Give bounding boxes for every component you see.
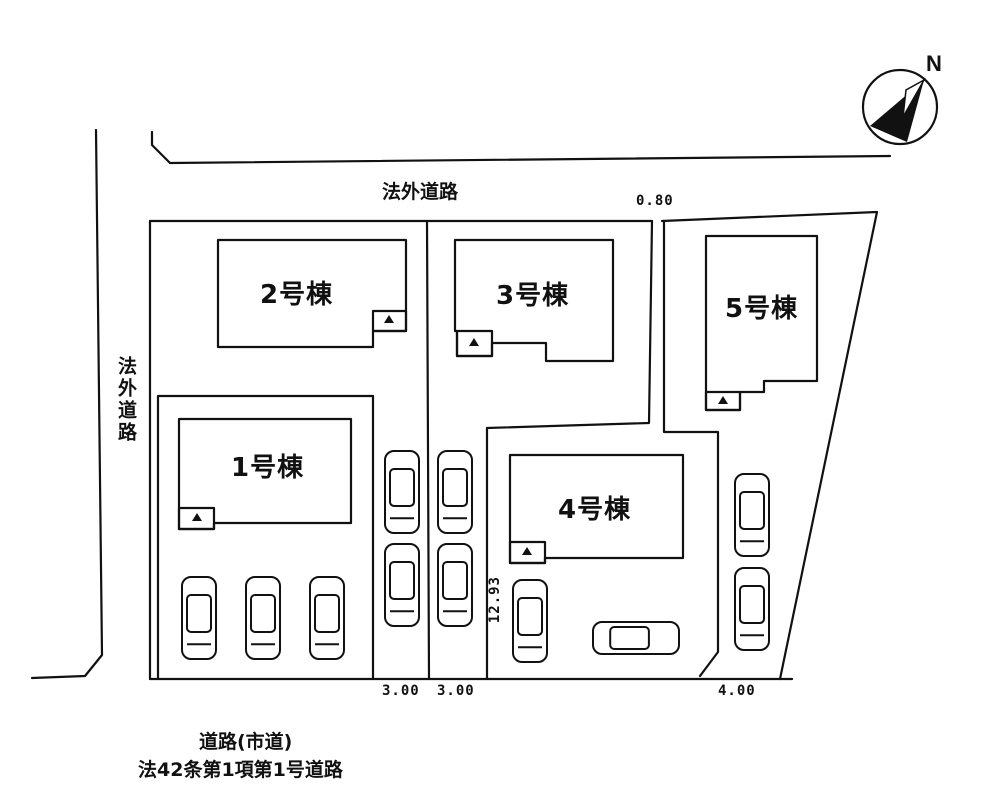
parking-car bbox=[384, 543, 420, 627]
building-5-label: 5号棟 bbox=[725, 294, 799, 324]
lot-4-boundary bbox=[485, 219, 654, 681]
building-3-label: 3号棟 bbox=[496, 281, 570, 311]
lot-5-boundary bbox=[662, 219, 720, 678]
parking-car bbox=[309, 576, 345, 660]
building-4-label: 4号棟 bbox=[558, 495, 632, 525]
parking-car bbox=[245, 576, 281, 660]
entrance-box bbox=[508, 540, 547, 565]
parking-car bbox=[437, 450, 473, 534]
top-road-label: 法外道路 bbox=[382, 181, 459, 203]
dimension-bottom-right: 4.00 bbox=[718, 683, 756, 699]
parking-car bbox=[734, 567, 770, 651]
entrance-box bbox=[177, 506, 216, 531]
north-arrow-icon bbox=[861, 68, 939, 146]
parking-car bbox=[181, 576, 217, 660]
parking-car bbox=[592, 621, 680, 655]
parking-car bbox=[734, 473, 770, 557]
dimension-side: 12.93 bbox=[487, 576, 503, 624]
parking-car bbox=[512, 579, 548, 663]
dimension-bottom-center: 3.00 bbox=[437, 683, 475, 699]
dimension-bottom-left: 3.00 bbox=[382, 683, 420, 699]
entrance-box bbox=[455, 329, 494, 358]
dimension-top-gap: 0.80 bbox=[636, 193, 674, 209]
parking-car bbox=[437, 543, 473, 627]
left-road-edge bbox=[30, 128, 104, 680]
lot-1-boundary bbox=[156, 394, 375, 681]
entrance-box bbox=[704, 390, 742, 412]
site-outline bbox=[148, 210, 879, 681]
bottom-road-label: 道路(市道) bbox=[199, 731, 293, 753]
parking-car bbox=[384, 450, 420, 534]
bottom-road-law-label: 法42条第1項第1号道路 bbox=[138, 759, 343, 781]
parking-cars bbox=[181, 450, 770, 663]
entrance-box bbox=[371, 309, 408, 333]
north-label: N bbox=[926, 51, 942, 76]
building-2-label: 2号棟 bbox=[260, 280, 334, 310]
left-road-label: 法外道路 bbox=[115, 356, 137, 444]
entrance-markers bbox=[192, 315, 728, 555]
lot-2-3-divider bbox=[425, 219, 431, 681]
building-1-label: 1号棟 bbox=[231, 453, 305, 483]
top-road-edge bbox=[150, 130, 892, 165]
